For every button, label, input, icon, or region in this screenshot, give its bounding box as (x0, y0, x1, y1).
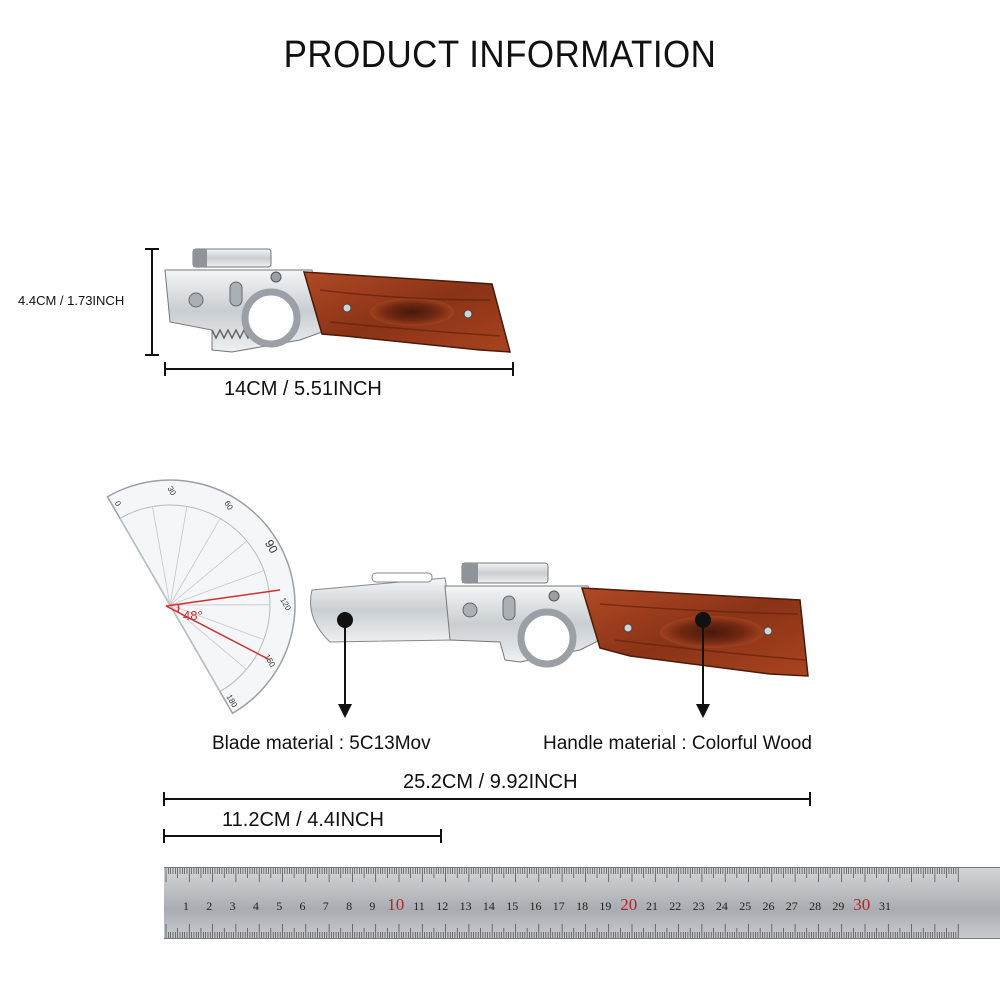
ruler-number-23: 23 (693, 899, 705, 913)
ruler-number-8: 8 (346, 899, 352, 913)
total-length-label: 25.2CM / 9.92INCH (403, 771, 578, 793)
ruler-number-14: 14 (483, 899, 495, 913)
ruler-number-24: 24 (716, 899, 728, 913)
ruler-number-29: 29 (832, 899, 844, 913)
height-dimension-line (151, 248, 153, 356)
protractor-tick-90: 90 (262, 537, 281, 556)
ruler-number-13: 13 (460, 899, 472, 913)
ruler-number-6: 6 (300, 899, 306, 913)
ruler-number-17: 17 (553, 899, 565, 913)
ruler-number-9: 9 (369, 899, 375, 913)
ruler-number-31: 31 (879, 899, 891, 913)
handle-material-label: Handle material : Colorful Wood (543, 733, 812, 754)
ruler-number-4: 4 (253, 899, 259, 913)
ruler-number-19: 19 (599, 899, 611, 913)
ruler-number-22: 22 (669, 899, 681, 913)
ruler-number-21: 21 (646, 899, 658, 913)
total-length-line (164, 798, 810, 800)
ruler-number-15: 15 (506, 899, 518, 913)
ruler-number-20: 20 (620, 895, 637, 914)
ruler-number-30: 30 (853, 895, 870, 914)
ruler-number-3: 3 (230, 899, 236, 913)
ruler-number-16: 16 (530, 899, 542, 913)
blade-material-label: Blade material : 5C13Mov (212, 733, 431, 754)
folded-length-line (165, 368, 513, 370)
ruler-number-12: 12 (436, 899, 448, 913)
ruler-number-27: 27 (786, 899, 798, 913)
ruler-number-10: 10 (387, 895, 404, 914)
folded-height-label: 4.4CM / 1.73INCH (18, 293, 125, 308)
ruler-number-11: 11 (413, 899, 425, 913)
ruler-number-28: 28 (809, 899, 821, 913)
blade-length-label: 11.2CM / 4.4INCH (222, 809, 384, 831)
ruler-number-7: 7 (323, 899, 329, 913)
angle-label: 48° (183, 608, 203, 623)
ruler-number-25: 25 (739, 899, 751, 913)
ruler-number-18: 18 (576, 899, 588, 913)
blade-length-line (164, 835, 441, 837)
page-title: PRODUCT INFORMATION (283, 34, 717, 76)
ruler-number-2: 2 (206, 899, 212, 913)
ruler-number-5: 5 (276, 899, 282, 913)
ruler-number-1: 1 (183, 899, 189, 913)
protractor-tick-0: 0 (113, 499, 123, 508)
folded-length-label: 14CM / 5.51INCH (224, 378, 382, 400)
ruler-number-26: 26 (763, 899, 775, 913)
